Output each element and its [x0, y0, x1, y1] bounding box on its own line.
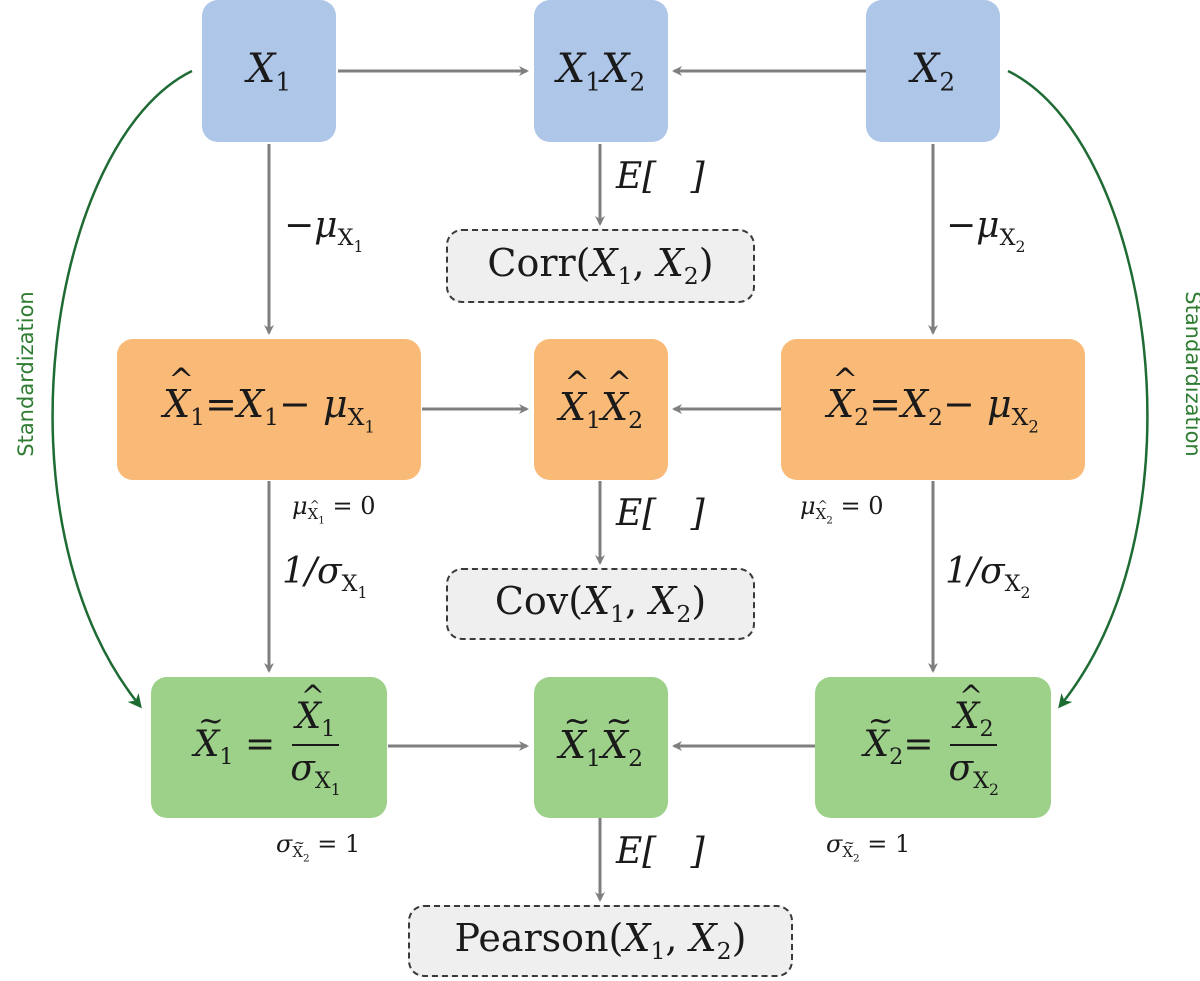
- cov-label: Cov(X1, X2): [494, 579, 707, 629]
- xhat1-formula: X1=X1− μX1: [163, 363, 375, 436]
- xhat2-formula: X2=X2− μX2: [827, 363, 1039, 436]
- edge-label-inv-sigma-x1: 1/σX1: [282, 551, 368, 602]
- edge-label-minus-mu-x1: −μX1: [284, 205, 364, 256]
- side-label-right: Standardization: [1180, 291, 1200, 457]
- x1x2-label: X1X2: [556, 45, 646, 97]
- result-cov: Cov(X1, X2): [446, 568, 755, 640]
- edge-label-minus-mu-x2: −μX2: [946, 205, 1026, 256]
- standardization-arrow-right: [1007, 69, 1149, 709]
- annotation-mu-xhat1: μX1 = 0: [292, 492, 375, 527]
- node-xhat1: X1=X1− μX1: [117, 339, 421, 480]
- node-x1: X1: [202, 0, 336, 142]
- annotation-sigma-xtil-right: σX2 = 1: [826, 830, 910, 865]
- result-corr: Corr(X1, X2): [446, 229, 755, 303]
- standardization-arrow-left: [51, 69, 193, 709]
- edge-label-expect-bottom: E[ ]: [616, 831, 705, 872]
- xhat1xhat2-label: X1X2: [559, 366, 643, 434]
- node-x1x2: X1X2: [534, 0, 668, 142]
- node-x2: X2: [866, 0, 1000, 142]
- annotation-sigma-xtil-left: σX2 = 1: [276, 830, 360, 865]
- pearson-label: Pearson(X1, X2): [454, 916, 747, 966]
- side-label-left: Standardization: [13, 291, 38, 457]
- annotation-mu-xhat2: μX2 = 0: [800, 492, 883, 527]
- x1-label: X1: [246, 45, 292, 97]
- xtil1xtil2-label: X1X2: [559, 702, 643, 773]
- x2-label: X2: [910, 45, 956, 97]
- edge-label-expect-mid: E[ ]: [616, 493, 705, 534]
- result-pearson: Pearson(X1, X2): [408, 905, 793, 977]
- node-xhat1xhat2: X1X2: [534, 339, 668, 480]
- node-xtil1xtil2: X1X2: [534, 677, 668, 818]
- node-xhat2: X2=X2− μX2: [781, 339, 1085, 480]
- corr-label: Corr(X1, X2): [487, 241, 714, 291]
- edge-label-expect-top: E[ ]: [616, 156, 705, 197]
- edge-label-inv-sigma-x2: 1/σX2: [945, 551, 1031, 602]
